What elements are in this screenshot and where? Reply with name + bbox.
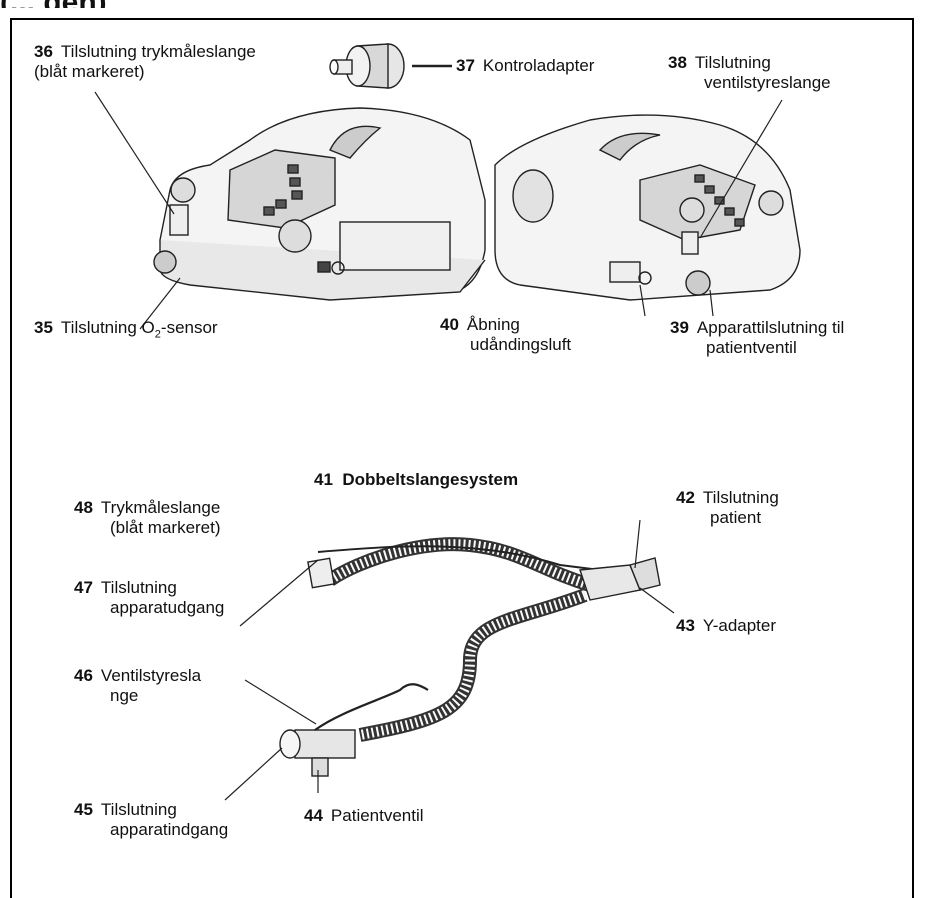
- label-43-number: 43: [676, 616, 695, 635]
- label-39-line1: Apparattilslutning til: [697, 318, 844, 337]
- label-45: 45 Tilslutning apparatindgang: [74, 800, 228, 840]
- label-35-post: -sensor: [161, 318, 218, 337]
- ventilator-right-drawing: [495, 115, 800, 300]
- label-47-line1: Tilslutning: [101, 578, 177, 597]
- label-38: 38 Tilslutning ventilstyreslange: [668, 53, 831, 93]
- label-40-number: 40: [440, 315, 459, 334]
- label-37-text: Kontroladapter: [483, 56, 595, 75]
- label-36-line2: (blåt markeret): [34, 62, 145, 81]
- label-46-line2: nge: [74, 686, 138, 705]
- label-37-number: 37: [456, 56, 475, 75]
- label-47-line2: apparatudgang: [74, 598, 224, 617]
- label-48-line2: (blåt markeret): [74, 518, 221, 537]
- label-43-text: Y-adapter: [703, 616, 776, 635]
- label-46: 46 Ventilstyresla nge: [74, 666, 201, 706]
- label-40: 40 Åbning udåndingsluft: [440, 315, 571, 355]
- label-37: 37 Kontroladapter: [456, 56, 594, 76]
- label-48-line1: Trykmåleslange: [101, 498, 220, 517]
- tube-system-heading: 41 Dobbeltslangesystem: [314, 470, 518, 490]
- label-42-line1: Tilslutning: [703, 488, 779, 507]
- label-35-number: 35: [34, 318, 53, 337]
- label-38-number: 38: [668, 53, 687, 72]
- tube-system-drawing: [280, 544, 660, 776]
- label-36-line1: Tilslutning trykmåleslange: [61, 42, 256, 61]
- label-47: 47 Tilslutning apparatudgang: [74, 578, 224, 618]
- label-42-number: 42: [676, 488, 695, 507]
- label-42: 42 Tilslutning patient: [676, 488, 779, 528]
- label-46-number: 46: [74, 666, 93, 685]
- label-48-number: 48: [74, 498, 93, 517]
- label-39-line2: patientventil: [670, 338, 797, 357]
- ventilator-left-drawing: [154, 108, 485, 300]
- control-adapter-drawing: [330, 44, 452, 88]
- label-44-text: Patientventil: [331, 806, 424, 825]
- label-36: 36 Tilslutning trykmåleslange (blåt marke…: [34, 42, 256, 82]
- label-38-line1: Tilslutning: [695, 53, 771, 72]
- label-45-line1: Tilslutning: [101, 800, 177, 819]
- label-45-line2: apparatindgang: [74, 820, 228, 839]
- label-36-number: 36: [34, 42, 53, 61]
- label-48: 48 Trykmåleslange (blåt markeret): [74, 498, 221, 538]
- label-42-line2: patient: [676, 508, 761, 527]
- label-44: 44 Patientventil: [304, 806, 424, 826]
- label-40-line1: Åbning: [467, 315, 520, 334]
- tube-system-heading-text: Dobbeltslangesystem: [342, 470, 518, 489]
- label-46-line1: Ventilstyresla: [101, 666, 201, 685]
- label-43: 43 Y-adapter: [676, 616, 776, 636]
- label-47-number: 47: [74, 578, 93, 597]
- tube-system-heading-number: 41: [314, 470, 333, 489]
- label-35-pre: Tilslutning O: [61, 318, 155, 337]
- label-45-number: 45: [74, 800, 93, 819]
- label-40-line2: udåndingsluft: [440, 335, 571, 354]
- label-39-number: 39: [670, 318, 689, 337]
- label-39: 39 Apparattilslutning til patientventil: [670, 318, 844, 358]
- label-38-line2: ventilstyreslange: [668, 73, 831, 92]
- label-44-number: 44: [304, 806, 323, 825]
